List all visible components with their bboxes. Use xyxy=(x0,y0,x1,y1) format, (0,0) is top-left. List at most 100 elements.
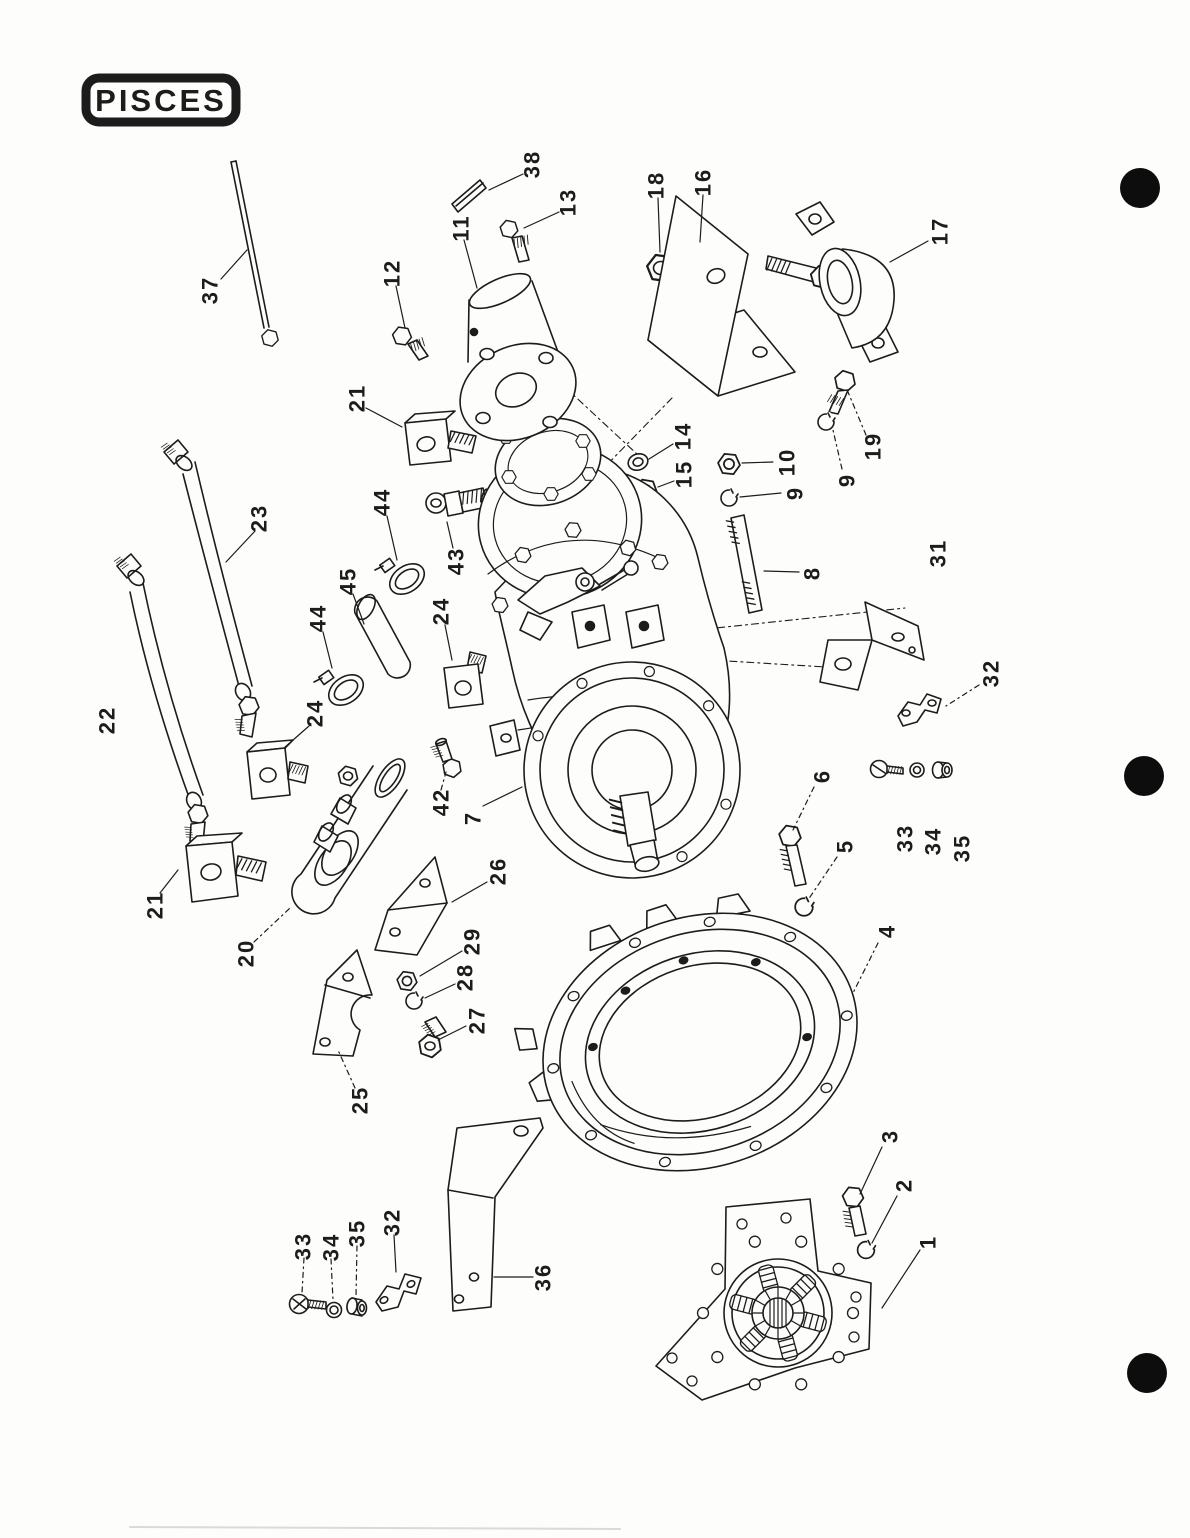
part-number-label: 27 xyxy=(465,1006,490,1034)
callout-12: 12 xyxy=(380,259,406,329)
part-number-label: 19 xyxy=(861,432,886,460)
callout-44: 44 xyxy=(306,604,333,669)
callout-17: 17 xyxy=(889,217,953,263)
part-37-dipstick xyxy=(230,160,281,349)
part-7-transmission xyxy=(477,444,741,879)
line-art: PISCES xyxy=(81,73,1167,1530)
part-16-bracket xyxy=(647,195,796,397)
registration-dot xyxy=(1124,756,1164,796)
callout-19: 19 xyxy=(847,391,886,460)
leader-line xyxy=(419,950,463,977)
registration-dot xyxy=(1120,168,1160,208)
part-6-bolt xyxy=(776,823,807,887)
part-45-tube xyxy=(353,593,412,679)
callout-26: 26 xyxy=(451,857,511,903)
part-8-stud xyxy=(725,514,763,614)
leader-line xyxy=(159,869,179,894)
callout-43: 43 xyxy=(444,521,469,575)
part-number-label: 3 xyxy=(878,1129,903,1143)
part-number-label: 24 xyxy=(303,699,328,727)
pisces-logo: PISCES xyxy=(81,73,241,127)
part-number-label: 23 xyxy=(247,504,272,532)
part-44-clamp-lower xyxy=(313,669,365,707)
shift-lever xyxy=(517,560,639,641)
part-number-label: 10 xyxy=(775,448,800,476)
leader-line xyxy=(225,530,256,563)
part-19-bolt xyxy=(816,368,859,432)
part-1-damper-plate xyxy=(655,1198,872,1401)
part-12-bolt xyxy=(390,325,429,361)
part-number-label: 34 xyxy=(319,1233,344,1261)
part-32-clamp-right xyxy=(897,693,942,727)
part-29-nut xyxy=(396,971,418,991)
part-number-label: 35 xyxy=(950,834,975,862)
part-number-label: 44 xyxy=(306,604,331,632)
callout-32: 32 xyxy=(945,659,1004,707)
part-27-bolt xyxy=(414,1016,447,1061)
callout-27: 27 xyxy=(437,1006,490,1041)
part-number-label: 15 xyxy=(672,460,697,488)
callout-25: 25 xyxy=(337,1049,373,1114)
part-23-hose xyxy=(160,439,262,738)
callout-24: 24 xyxy=(283,699,328,749)
callout-15: 15 xyxy=(657,460,697,488)
part-33-screw-left xyxy=(288,1293,327,1315)
leader-line xyxy=(488,173,524,191)
leader-line xyxy=(832,429,843,470)
part-20-exhaust-elbow xyxy=(291,758,408,915)
callout-13: 13 xyxy=(523,188,581,229)
part-number-label: 34 xyxy=(921,827,946,855)
part-number-label: 37 xyxy=(198,276,223,304)
callout-20: 20 xyxy=(234,907,291,967)
part-24-elbow-mid xyxy=(246,739,309,800)
callout-4: 4 xyxy=(852,924,900,994)
part-number-label: 6 xyxy=(810,769,835,783)
leader-line xyxy=(657,197,661,253)
part-number-label: 16 xyxy=(691,168,716,196)
callout-33: 33 xyxy=(291,1232,316,1294)
part-number-label: 4 xyxy=(875,924,900,938)
part-33-screw-right xyxy=(869,759,904,779)
part-11-coupling xyxy=(459,272,577,442)
callout-1: 1 xyxy=(881,1235,941,1309)
leader-line xyxy=(523,211,560,229)
leader-line xyxy=(220,249,248,280)
part-number-label: 32 xyxy=(380,1208,405,1236)
leader-line xyxy=(253,907,291,943)
leader-line xyxy=(847,391,867,436)
part-number-label: 38 xyxy=(520,150,545,178)
callout-35: 35 xyxy=(950,834,975,862)
callout-24: 24 xyxy=(429,597,454,661)
leader-line xyxy=(463,239,478,289)
callout-6: 6 xyxy=(792,769,835,831)
part-number-label: 8 xyxy=(800,566,825,580)
part-number-label: 26 xyxy=(486,857,511,885)
part-number-label: 36 xyxy=(531,1263,556,1291)
part-31-bracket xyxy=(819,601,925,691)
callout-5: 5 xyxy=(807,839,858,901)
part-25-bracket xyxy=(312,949,373,1057)
leader-line xyxy=(739,492,782,498)
part-36-bracket xyxy=(447,1117,544,1312)
part-22-hose xyxy=(113,553,211,844)
callout-8: 8 xyxy=(763,566,825,580)
part-number-label: 25 xyxy=(348,1086,373,1114)
leader-line xyxy=(440,771,447,791)
leader-line xyxy=(451,881,488,903)
part-number-label: 9 xyxy=(783,486,808,500)
leader-line xyxy=(437,1025,467,1041)
leader-line xyxy=(889,240,929,263)
part-21-elbow-left xyxy=(185,832,267,903)
leader-line xyxy=(763,570,800,573)
part-number-label: 21 xyxy=(345,384,370,412)
part-5-lockwasher xyxy=(795,897,814,916)
leader-line xyxy=(393,1234,397,1273)
leader-line xyxy=(355,1245,358,1297)
leader-line xyxy=(322,631,333,669)
part-34-washer-left xyxy=(325,1301,343,1319)
leader-line xyxy=(395,285,406,329)
brand-name: PISCES xyxy=(95,83,227,118)
registration-dots xyxy=(1120,168,1167,1393)
callout-11: 11 xyxy=(449,214,478,289)
